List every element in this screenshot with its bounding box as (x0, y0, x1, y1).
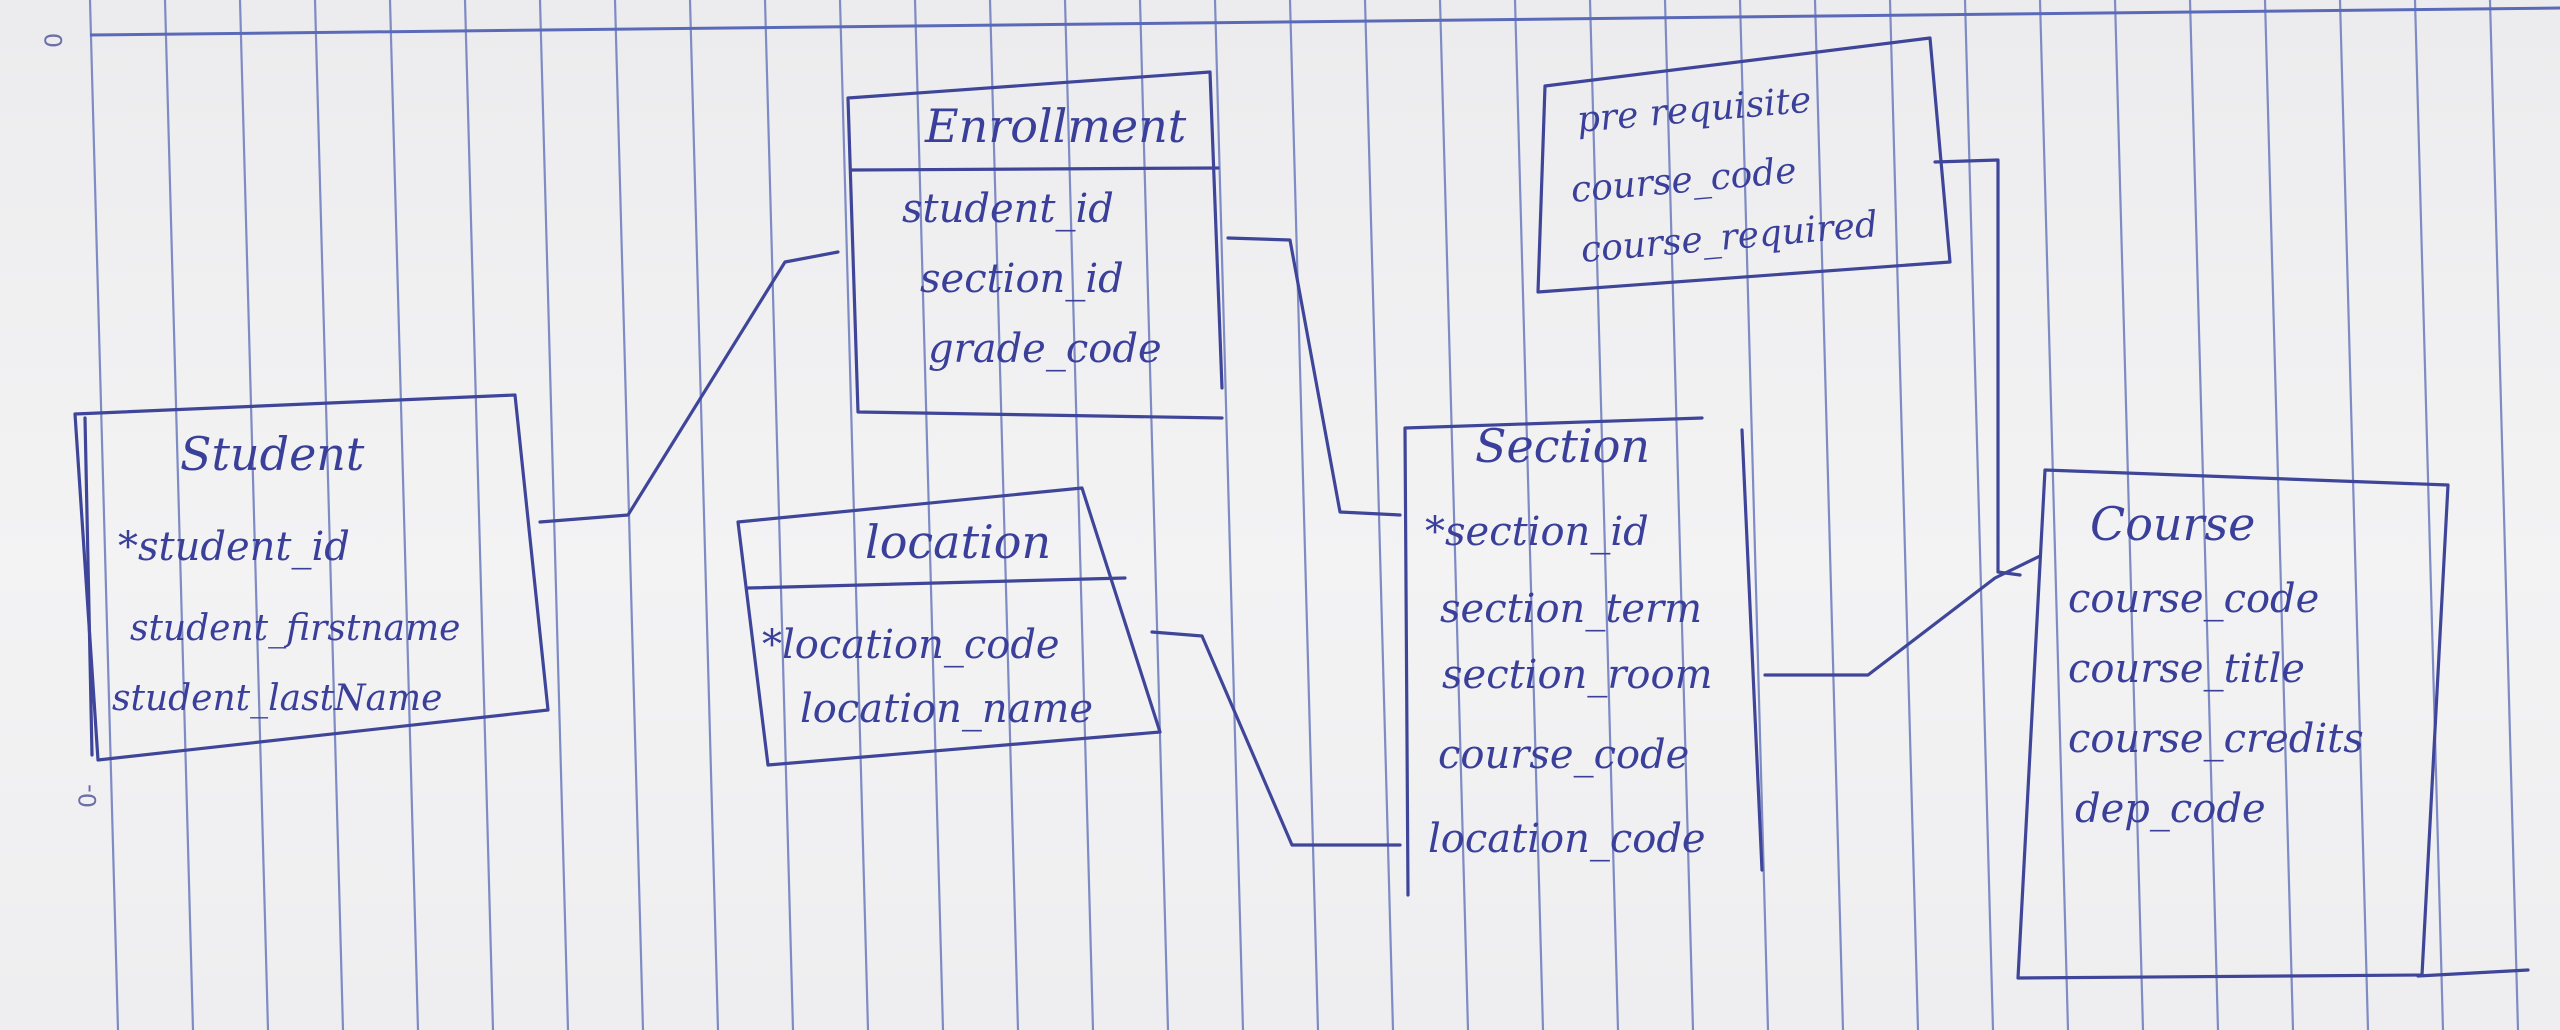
notebook-rule-line (763, 0, 795, 1030)
notebook-rule-line (913, 0, 945, 1030)
section-attr-2: section_term (1440, 586, 1702, 632)
notebook-rule-line (88, 0, 120, 1030)
location-attr-2: location_name (800, 686, 1093, 732)
notebook-rule-line (1963, 0, 1995, 1030)
notebook-rule-line (238, 0, 270, 1030)
notebook-rule-line (1513, 0, 1545, 1030)
relationship-prerequisite-course (1933, 158, 2022, 577)
notebook-rule-line (388, 0, 420, 1030)
notebook-rule-line (988, 0, 1020, 1030)
entity-location: location *location_code location_name (736, 486, 1162, 767)
enrollment-title: Enrollment (924, 99, 1187, 153)
location-title: location (865, 515, 1051, 569)
notebook-rule-line (1438, 0, 1470, 1030)
section-attr-5: location_code (1428, 816, 1706, 862)
notebook-rule-line (2338, 0, 2370, 1030)
notebook-rule-line (2488, 0, 2520, 1030)
course-base-line (2416, 968, 2530, 978)
notebook-rule-line (1138, 0, 1170, 1030)
relationship-lines (538, 158, 2042, 847)
entity-section: Section *section_id section_term section… (1403, 416, 1764, 897)
location-attr-1: *location_code (762, 622, 1060, 668)
notebook-rule-line (2113, 0, 2145, 1030)
course-attr-3: course_credits (2068, 716, 2364, 762)
notebook-rule-line (1288, 0, 1320, 1030)
student-title: Student (180, 427, 365, 481)
location-box (736, 486, 1162, 767)
enrollment-box (846, 70, 1224, 420)
section-attr-4: course_code (1438, 732, 1689, 778)
course-title: Course (2090, 497, 2255, 551)
relationship-location-section (1150, 630, 1402, 847)
prerequisite-box (1536, 36, 1952, 294)
section-attr-1: *section_id (1425, 509, 1649, 555)
notebook-rule-line (2038, 0, 2070, 1030)
enrollment-attr-2: section_id (920, 256, 1124, 302)
course-attr-4: dep_code (2075, 786, 2266, 832)
notebook-rule-line (1063, 0, 1095, 1030)
notebook-rule-line (2263, 0, 2295, 1030)
location-divider (746, 576, 1127, 590)
page-mark-top: 0 (40, 33, 68, 48)
entity-enrollment: Enrollment student_id section_id grade_c… (846, 70, 1224, 420)
notebook-rule-line (688, 0, 720, 1030)
notebook-rule-line (1588, 0, 1620, 1030)
relationship-student-enrollment (538, 250, 840, 524)
notebook-rule-line (538, 0, 570, 1030)
entity-course: Course course_code course_title course_c… (2016, 468, 2530, 980)
student-inner-edge (83, 416, 94, 757)
entity-prerequisite: pre requisite course_code course_require… (1536, 36, 1952, 294)
notebook-rule-line (1738, 0, 1770, 1030)
course-attr-1: course_code (2068, 576, 2319, 622)
student-attr-1: *student_id (118, 524, 350, 570)
page-mark-mid: 0- (74, 784, 102, 808)
section-title: Section (1475, 419, 1650, 473)
relationship-enrollment-section (1226, 236, 1402, 517)
notebook-rule-line (163, 0, 195, 1030)
notebook-rule-line (463, 0, 495, 1030)
enrollment-attr-3: grade_code (928, 326, 1162, 372)
notebook-rule-line (1888, 0, 1920, 1030)
notebook-rule-line (1213, 0, 1245, 1030)
prerequisite-attr-2: course_required (1579, 204, 1879, 271)
course-attr-2: course_title (2068, 646, 2305, 692)
enrollment-attr-1: student_id (902, 186, 1114, 232)
section-attr-3: section_room (1442, 652, 1713, 698)
top-margin-rule (89, 6, 2560, 37)
notebook-rule-line (2413, 0, 2445, 1030)
prerequisite-title: pre requisite (1575, 80, 1813, 141)
notebook-rule-line (313, 0, 345, 1030)
notebook-rule-line (838, 0, 870, 1030)
student-attr-3: student_lastName (112, 678, 442, 719)
notebook-rule-line (2188, 0, 2220, 1030)
notebook-rule-line (1813, 0, 1845, 1030)
relationship-section-course (1763, 554, 2042, 677)
student-attr-2: student_firstname (130, 608, 460, 649)
prerequisite-attr-1: course_code (1569, 150, 1798, 211)
notebook-rule-line (1663, 0, 1695, 1030)
entity-student: Student *student_id student_firstname st… (73, 393, 550, 762)
section-box (1403, 416, 1764, 897)
enrollment-divider (850, 166, 1220, 172)
